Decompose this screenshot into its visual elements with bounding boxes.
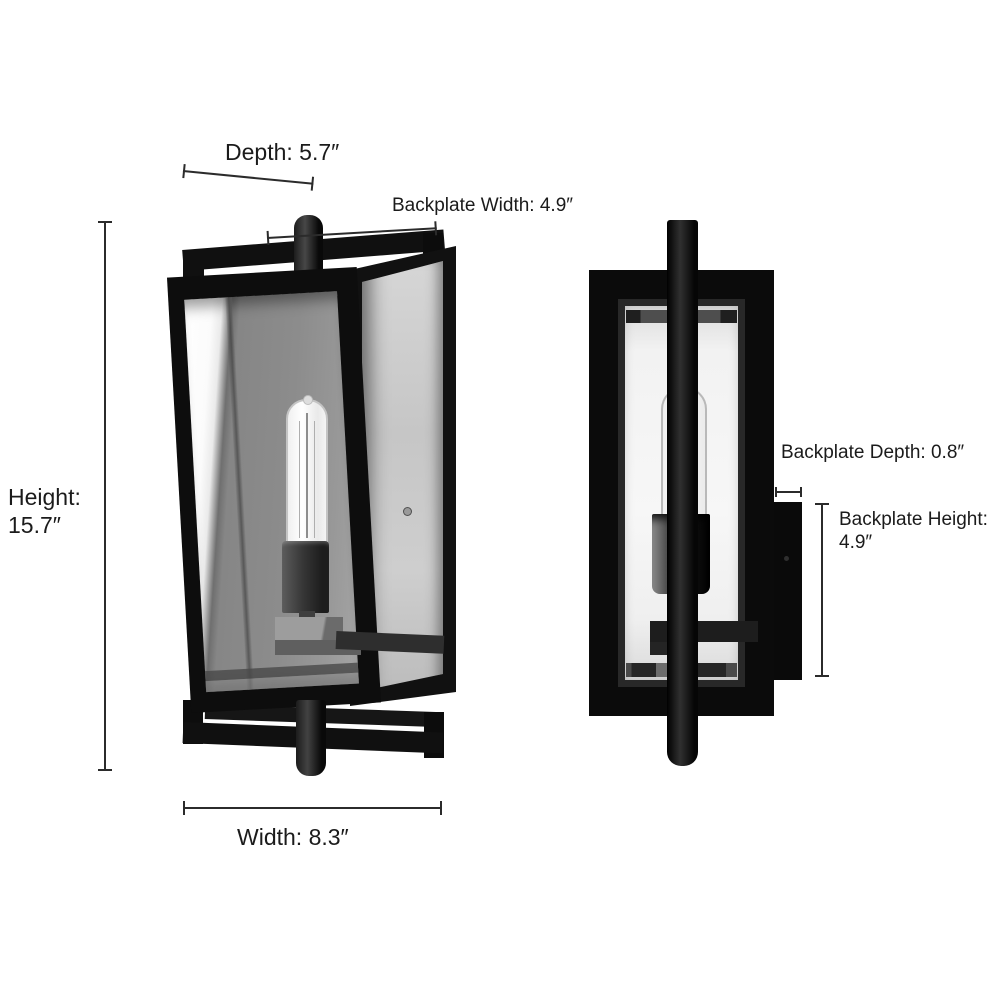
socket-mount-block: [275, 617, 343, 644]
side-view-mounting-arm: [667, 220, 698, 766]
width-label: Width: 8.3″: [237, 824, 349, 850]
depth-label: Depth: 5.7″: [225, 139, 340, 165]
backplate-width-label: Backplate Width: 4.9″: [392, 195, 573, 216]
backplate-height-label-line2: 4.9″: [839, 532, 873, 554]
dimension-tick: [182, 164, 186, 179]
bottom-mounting-cylinder: [296, 700, 326, 776]
height-dimension-line: [98, 221, 112, 771]
bulb-socket: [282, 541, 329, 613]
backplate-depth-label: Backplate Depth: 0.8″: [781, 442, 965, 463]
side-panel-screw: [404, 508, 411, 515]
dimension-tick: [800, 487, 802, 497]
wall-backplate: [772, 502, 802, 680]
depth-dimension-line: [182, 164, 315, 191]
glass-pane-edge: [225, 297, 255, 690]
width-dimension-line: [183, 801, 442, 815]
height-label-line1: Height:: [8, 484, 81, 510]
dimension-tick: [310, 176, 315, 191]
dimension-tick: [183, 801, 185, 815]
bulb-filament: [298, 421, 300, 539]
bulb-filament: [313, 421, 315, 539]
backplate-height-label-line1: Backplate Height:: [839, 509, 988, 530]
backplate-depth-dimension-line: [775, 487, 802, 497]
height-label-line2: 15.7″: [8, 512, 61, 539]
dimension-tick: [98, 221, 112, 223]
backplate-screw: [784, 556, 789, 561]
socket-stem: [299, 611, 315, 620]
dimension-tick: [815, 675, 829, 677]
backplate-height-label: Backplate Height: 4.9″: [839, 508, 988, 554]
edison-tube-bulb: [286, 395, 328, 549]
dimension-tick: [434, 221, 438, 236]
dimension-tick: [775, 487, 777, 497]
dimension-tick: [440, 801, 442, 815]
backplate-height-dimension-line: [815, 503, 829, 677]
dimension-tick: [266, 230, 270, 245]
dimension-tick: [98, 769, 112, 771]
dimension-tick: [815, 503, 829, 505]
bulb-filament: [306, 412, 309, 539]
height-label: Height: 15.7″: [8, 483, 81, 539]
